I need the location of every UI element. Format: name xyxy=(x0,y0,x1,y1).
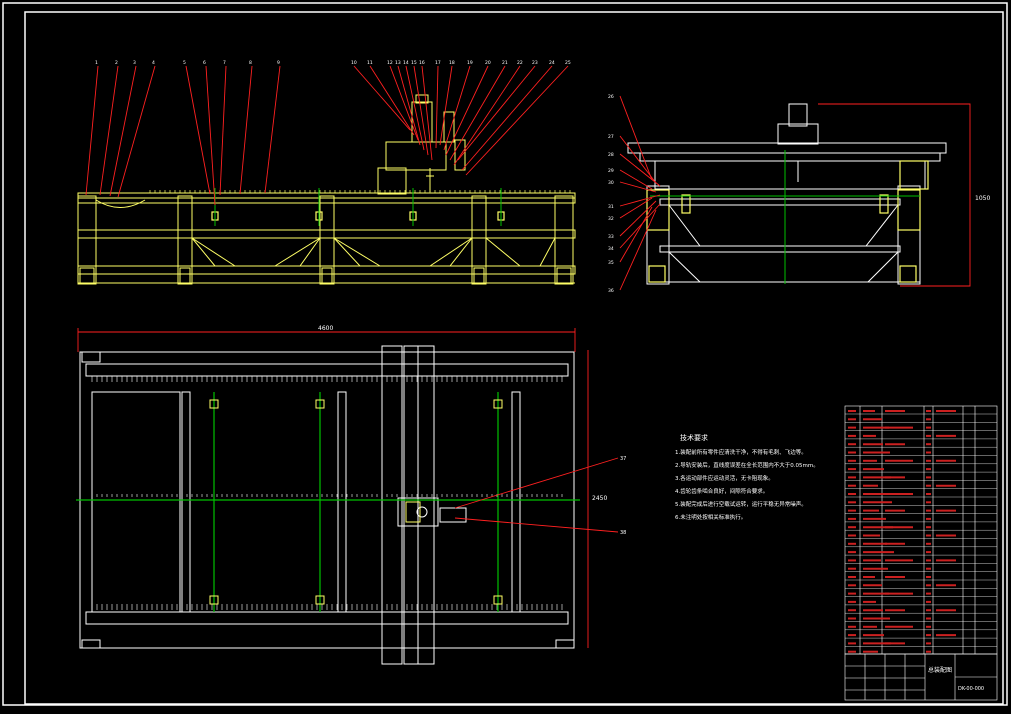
side-part-number: 34 xyxy=(608,246,614,252)
front-elevation-view xyxy=(77,94,576,285)
side-part-number: 29 xyxy=(608,168,614,174)
front-view-leader-lines xyxy=(85,65,569,206)
front-part-number: 4 xyxy=(152,60,155,66)
drawing-number: DK-00-000 xyxy=(958,686,984,692)
tech-req-item-3: 3.各运动部件应运动灵活，无卡阻现象。 xyxy=(675,474,774,482)
tech-req-item-2: 2.导轨安装后，直线度误差在全长范围内不大于0.05mm。 xyxy=(675,461,819,469)
front-part-number: 7 xyxy=(223,60,226,66)
front-part-number: 25 xyxy=(565,60,571,66)
front-part-number: 17 xyxy=(435,60,441,66)
side-view-leader-lines xyxy=(619,95,661,291)
front-part-number: 14 xyxy=(403,60,409,66)
tech-req-item-4: 4.齿轮齿条啮合良好，间隙符合要求。 xyxy=(675,487,768,495)
tech-req-title: 技术要求 xyxy=(680,433,708,442)
plan-label-38: 38 xyxy=(620,530,626,536)
front-part-number: 1 xyxy=(95,60,98,66)
front-part-number: 20 xyxy=(485,60,491,66)
plan-view xyxy=(79,345,575,665)
plan-view-leader-lines xyxy=(454,457,619,533)
front-part-number: 10 xyxy=(351,60,357,66)
side-height-dimension xyxy=(818,103,971,287)
plan-view-racks xyxy=(91,376,563,610)
side-part-number: 32 xyxy=(608,216,614,222)
side-part-number: 31 xyxy=(608,204,614,210)
front-part-number: 23 xyxy=(532,60,538,66)
title-block xyxy=(844,653,998,701)
parts-list-rows xyxy=(845,413,997,647)
side-part-number: 30 xyxy=(608,180,614,186)
rack-teeth xyxy=(149,190,571,193)
front-part-number: 8 xyxy=(249,60,252,66)
tech-req-item-6: 6.未注明处按相关标准执行。 xyxy=(675,513,746,521)
tech-req-item-1: 1.装配前所有零件应清洗干净，不得有毛刺、飞边等。 xyxy=(675,448,807,456)
front-part-number: 22 xyxy=(517,60,523,66)
inner-border xyxy=(24,11,1004,705)
plan-view-centerlines xyxy=(76,392,580,612)
front-part-number: 21 xyxy=(502,60,508,66)
side-part-number: 33 xyxy=(608,234,614,240)
front-part-number: 11 xyxy=(367,60,373,66)
side-view-centerlines xyxy=(650,150,920,284)
front-part-number: 24 xyxy=(549,60,555,66)
parts-list-text-marks xyxy=(848,410,956,653)
front-part-number: 3 xyxy=(133,60,136,66)
plan-view-supports xyxy=(209,399,503,605)
front-part-number: 16 xyxy=(419,60,425,66)
tech-req-item-5: 5.装配完成后进行空载试运转，运行平稳无异常噪声。 xyxy=(675,500,807,508)
side-part-number: 28 xyxy=(608,152,614,158)
plan-length-dimension-text: 4600 xyxy=(318,325,333,332)
plan-width-dimension-text: 2450 xyxy=(592,495,607,502)
front-view-centerlines xyxy=(214,188,502,226)
front-part-number: 19 xyxy=(467,60,473,66)
side-part-number: 35 xyxy=(608,260,614,266)
front-part-number: 12 xyxy=(387,60,393,66)
front-part-number: 6 xyxy=(203,60,206,66)
front-part-number: 9 xyxy=(277,60,280,66)
side-height-dimension-text: 1050 xyxy=(975,195,990,202)
front-part-number: 15 xyxy=(411,60,417,66)
front-part-number: 13 xyxy=(395,60,401,66)
drawing-name: 总装配图 xyxy=(928,666,952,674)
front-part-number: 18 xyxy=(449,60,455,66)
plan-label-37: 37 xyxy=(620,456,626,462)
front-part-number: 2 xyxy=(115,60,118,66)
front-part-number: 5 xyxy=(183,60,186,66)
plan-length-dimension xyxy=(77,328,576,352)
front-view-pads xyxy=(211,211,505,221)
side-part-number: 26 xyxy=(608,94,614,100)
side-elevation-view xyxy=(627,103,947,285)
side-part-number: 27 xyxy=(608,134,614,140)
technical-requirements: 技术要求 1.装配前所有零件应清洗干净，不得有毛刺、飞边等。 2.导轨安装后，直… xyxy=(675,433,819,521)
side-part-number: 36 xyxy=(608,288,614,294)
side-view-part-numbers: 26 27 28 29 30 31 32 33 34 35 36 xyxy=(608,94,614,294)
